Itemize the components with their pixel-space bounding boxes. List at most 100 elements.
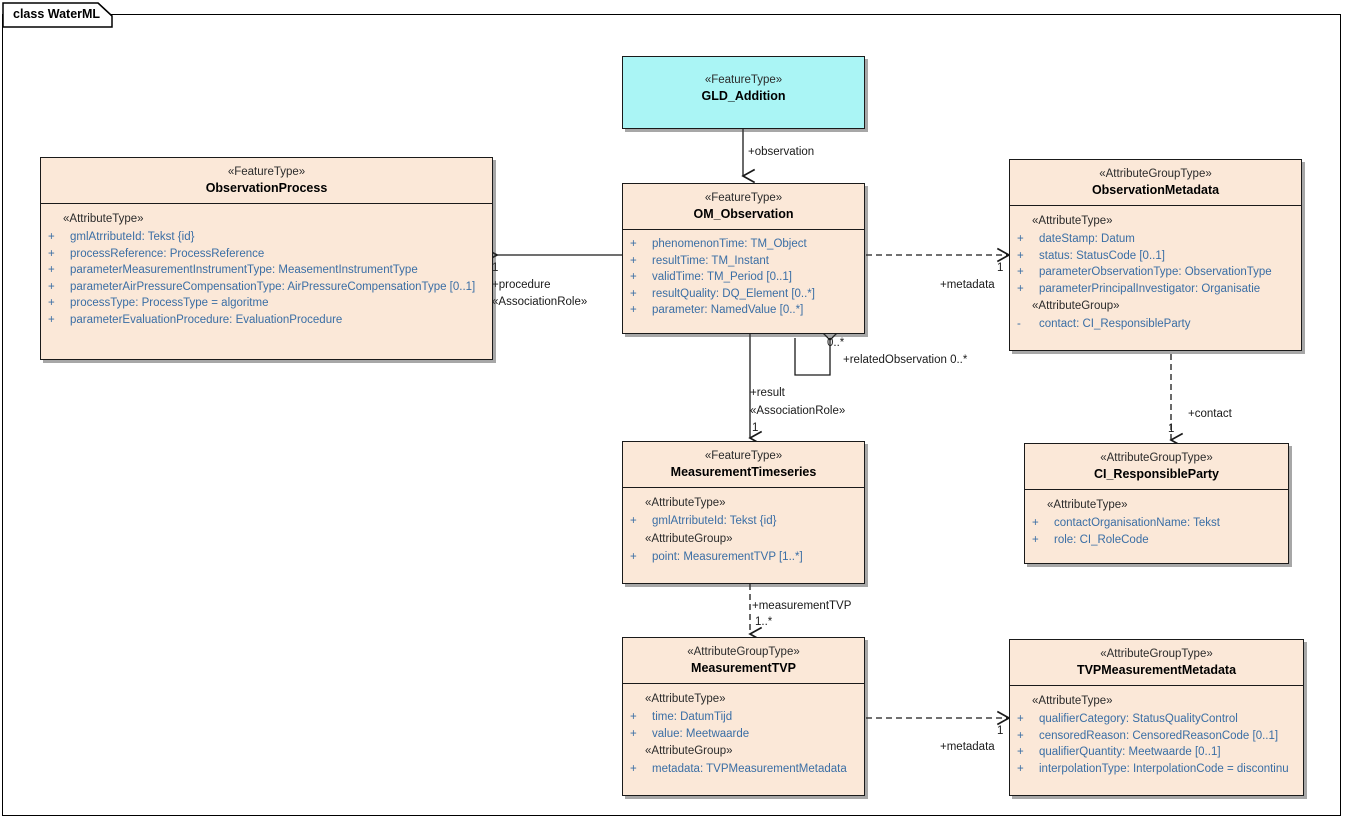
class-box-ci-responsible-party[interactable]: «AttributeGroupType» CI_ResponsibleParty… xyxy=(1024,443,1289,564)
class-header-measurement-timeseries: «FeatureType» MeasurementTimeseries xyxy=(623,442,864,488)
attribute-text: gmlAtrributeId: Tekst {id} xyxy=(652,515,777,527)
connector-label-measurement-tvp: +measurementTVP xyxy=(752,600,852,612)
class-attribute-row: +qualifierQuantity: Meetwaarde [0..1] xyxy=(1010,744,1303,761)
class-stereotype: «FeatureType» xyxy=(704,450,783,462)
class-attribute-row: +parameterMeasurementInstrumentType: Mea… xyxy=(41,262,492,279)
class-header-tvp-measurement-metadata: «AttributeGroupType» TVPMeasurementMetad… xyxy=(1010,640,1303,686)
class-name: OM_Observation xyxy=(693,207,794,221)
attribute-visibility: + xyxy=(630,515,637,527)
connector-mult-metadata-bottom: 1 xyxy=(997,725,1004,737)
attribute-group-label: «AttributeType» xyxy=(645,497,726,509)
connector-mult-related-observation: 0..* xyxy=(827,337,845,349)
attribute-text: interpolationType: InterpolationCode = d… xyxy=(1039,762,1289,775)
class-attributes-ci-responsible-party: «AttributeType» + contactOrganisationName:… xyxy=(1025,490,1288,555)
attribute-visibility: + xyxy=(630,254,637,267)
attribute-group-label: «AttributeType» xyxy=(645,693,726,705)
class-name: ObservationProcess xyxy=(205,181,328,195)
class-box-observation-process[interactable]: «FeatureType» ObservationProcess «Attrib… xyxy=(40,157,493,360)
attribute-text: parameter: NamedValue [0..*] xyxy=(652,304,804,316)
class-attribute-row: +qualifierCategory: StatusQualityControl xyxy=(1010,711,1303,728)
attribute-text: gmlAtrributeId: Tekst {id} xyxy=(70,231,195,243)
class-attribute-row: +resultQuality: DQ_Element [0..*] xyxy=(623,286,864,303)
connector-mult-metadata-top: 1 xyxy=(997,262,1004,274)
class-name: TVPMeasurementMetadata xyxy=(1076,663,1237,677)
class-box-om-observation[interactable]: «FeatureType» OM_Observation + phenomenon… xyxy=(622,183,865,334)
class-stereotype: «FeatureType» xyxy=(227,166,306,178)
attribute-text: parameterMeasurementInstrumentType: Meas… xyxy=(70,264,418,276)
class-name: MeasurementTVP xyxy=(691,661,796,675)
class-header-om-observation: «FeatureType» OM_Observation xyxy=(623,184,864,230)
class-attribute-row: + contactOrganisationName: Tekst xyxy=(1025,515,1288,532)
class-stereotype: «AttributeGroupType» xyxy=(687,646,800,658)
class-stereotype: «AttributeGroupType» xyxy=(1099,168,1212,180)
class-attribute-row: +value: Meetwaarde xyxy=(623,726,864,743)
class-attributes-measurement-tvp: «AttributeType» + time: DatumTijd +value: M… xyxy=(623,684,864,785)
attribute-group-label: «AttributeGroup» xyxy=(1032,300,1120,312)
class-attribute-row: +metadata: TVPMeasurementMetadata xyxy=(623,761,864,778)
attribute-visibility: + xyxy=(1017,233,1024,245)
class-header-gld-addition: «FeatureType» GLD_Addition xyxy=(623,57,864,111)
attribute-visibility: + xyxy=(1017,282,1024,295)
attribute-visibility: + xyxy=(1032,533,1039,546)
attribute-visibility: + xyxy=(630,238,637,250)
attribute-visibility: + xyxy=(630,763,637,775)
class-box-measurement-timeseries[interactable]: «FeatureType» MeasurementTimeseries «Att… xyxy=(622,441,865,584)
connector-mult-measurement-tvp: 1..* xyxy=(755,616,773,628)
connector-stereotype-result: «AssociationRole» xyxy=(750,405,846,417)
class-stereotype: «AttributeGroupType» xyxy=(1100,648,1213,660)
class-attribute-row: + phenomenonTime: TM_Object xyxy=(623,236,864,253)
class-stereotype: «FeatureType» xyxy=(704,192,783,204)
attribute-group-label: «AttributeType» xyxy=(1047,499,1128,511)
attribute-visibility: - xyxy=(1017,318,1021,330)
attribute-text: parameterEvaluationProcedure: Evaluation… xyxy=(70,313,343,326)
connector-mult-procedure: 1 xyxy=(492,262,499,274)
class-attribute-row: +parameterObservationType: ObservationTy… xyxy=(1010,264,1301,281)
attribute-text: phenomenonTime: TM_Object xyxy=(652,238,807,250)
connector-mult-contact: 1 xyxy=(1168,423,1175,435)
class-stereotype: «FeatureType» xyxy=(704,74,783,86)
diagram-title: class WaterML xyxy=(13,7,101,21)
class-attribute-row: +parameterEvaluationProcedure: Evaluatio… xyxy=(41,312,492,329)
class-attribute-row: +dateStamp: Datum xyxy=(1010,231,1301,248)
connector-label-contact: +contact xyxy=(1188,408,1232,420)
class-attribute-row: +processType: ProcessType = algoritme xyxy=(41,295,492,312)
class-box-gld-addition[interactable]: «FeatureType» GLD_Addition xyxy=(622,56,865,129)
attribute-visibility: + xyxy=(48,280,55,293)
class-header-observation-process: «FeatureType» ObservationProcess xyxy=(41,158,492,204)
attribute-visibility: + xyxy=(630,271,637,283)
class-attribute-row: + resultTime: TM_Instant xyxy=(623,253,864,270)
connector-stereotype-procedure: «AssociationRole» xyxy=(492,296,588,308)
attribute-group-label: «AttributeType» xyxy=(1032,215,1113,227)
attribute-visibility: + xyxy=(630,727,637,740)
class-box-tvp-measurement-metadata[interactable]: «AttributeGroupType» TVPMeasurementMetad… xyxy=(1009,639,1304,796)
class-name: CI_ResponsibleParty xyxy=(1093,467,1220,481)
attribute-text: processType: ProcessType = algoritme xyxy=(70,297,269,309)
class-attribute-row: +processReference: ProcessReference xyxy=(41,246,492,263)
attribute-visibility: + xyxy=(1017,713,1024,725)
connector-label-metadata-bottom: +metadata xyxy=(940,741,995,753)
connector-mult-result: 1 xyxy=(752,422,759,434)
class-attribute-row: +role: CI_RoleCode xyxy=(1025,532,1288,549)
class-header-observation-metadata: «AttributeGroupType» ObservationMetadata xyxy=(1010,160,1301,206)
attribute-visibility: + xyxy=(48,247,55,260)
attribute-text: time: DatumTijd xyxy=(652,711,733,723)
attribute-text: validTime: TM_Period [0..1] xyxy=(652,271,792,283)
class-attributes-observation-process: «AttributeType» + gmlAtrributeId: Tekst {i… xyxy=(41,204,492,335)
attribute-text: censoredReason: CensoredReasonCode [0..1… xyxy=(1039,729,1279,742)
attribute-text: contactOrganisationName: Tekst xyxy=(1054,517,1220,529)
class-box-measurement-tvp[interactable]: «AttributeGroupType» MeasurementTVP «Att… xyxy=(622,637,865,796)
diagram-frame xyxy=(2,14,1341,816)
attribute-visibility: + xyxy=(1032,517,1039,529)
connector-label-observation: +observation xyxy=(748,146,815,158)
attribute-text: resultTime: TM_Instant xyxy=(652,254,769,267)
attribute-group-label: «AttributeType» xyxy=(63,213,144,225)
class-name: GLD_Addition xyxy=(701,89,786,103)
attribute-text: parameterAirPressureCompensationType: Ai… xyxy=(70,280,476,293)
class-name: MeasurementTimeseries xyxy=(670,465,817,479)
class-box-observation-metadata[interactable]: «AttributeGroupType» ObservationMetadata… xyxy=(1009,159,1302,351)
attribute-visibility: + xyxy=(1017,729,1024,742)
connector-label-metadata-top: +metadata xyxy=(940,279,995,291)
attribute-group-label: «AttributeGroup» xyxy=(645,532,733,545)
attribute-text: contact: CI_ResponsibleParty xyxy=(1039,318,1191,330)
